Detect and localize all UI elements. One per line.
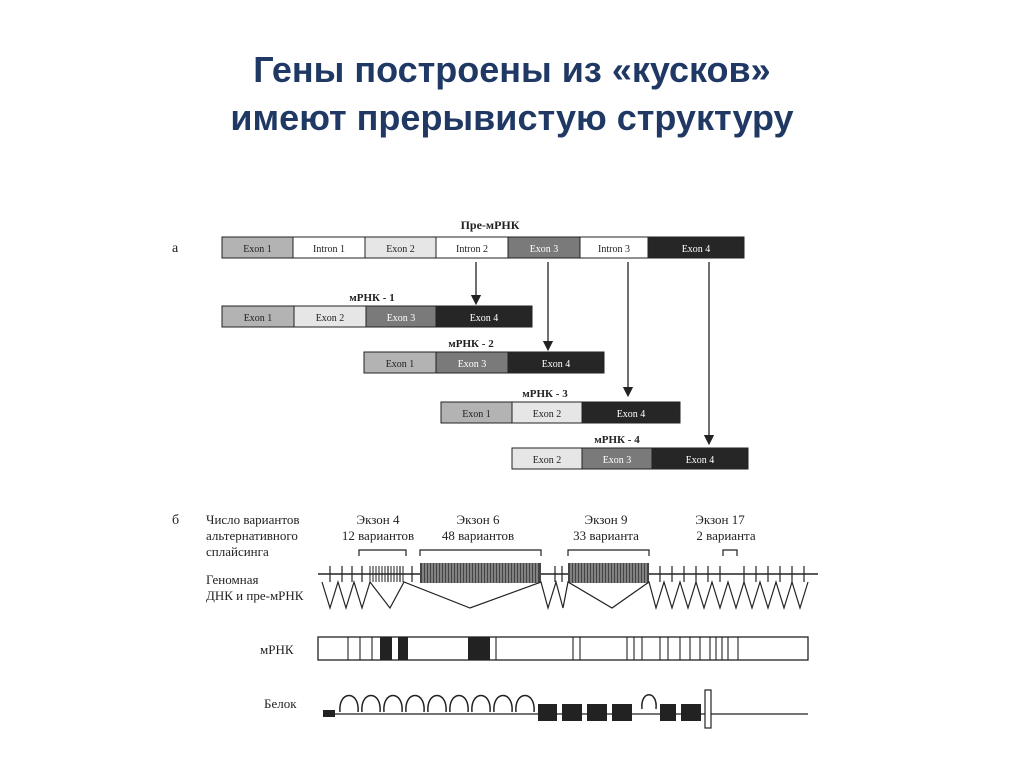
mrna-exon-boundaries xyxy=(347,637,739,660)
mrna-3-exon-2-label: Exon 2 xyxy=(533,409,562,420)
bracket-exon17 xyxy=(722,549,738,556)
pre-mrna-exon-2-label: Exon 2 xyxy=(386,244,415,255)
protein-domain-block xyxy=(660,704,676,721)
pre-mrna-exon-4-label: Exon 4 xyxy=(682,244,711,255)
slide-title: Гены построены из «кусков» имеют прерыви… xyxy=(0,46,1024,142)
mrna-3-exon-4-label: Exon 4 xyxy=(617,409,646,420)
protein-domains xyxy=(538,704,701,721)
mrna-2-exon-1-label: Exon 1 xyxy=(386,359,415,370)
genomic-label-line-2: ДНК и пре-мРНК xyxy=(206,588,304,603)
exon9-variants: 33 варианта xyxy=(573,528,639,543)
variants-label-line-2: альтернативного xyxy=(206,528,298,543)
mrna-1-exon-4-label: Exon 4 xyxy=(470,313,499,324)
mrna-rows: мРНК - 1 Exon 1 Exon 2 Exon 3 Exon 4 мРНК - 2… xyxy=(221,292,749,470)
title-line-2: имеют прерывистую структуру xyxy=(230,97,794,138)
mrna-4-exon-3-label: Exon 3 xyxy=(603,455,632,466)
pre-mrna-row: Exon 1 Intron 1 Exon 2 Intron 2 Exon 3 Intron… xyxy=(221,236,745,259)
protein-domain-block xyxy=(681,704,701,721)
pre-mrna-label: Пре-мРНК xyxy=(461,218,520,232)
protein-transmembrane xyxy=(704,689,712,729)
exon17-name: Экзон 17 xyxy=(695,512,745,527)
protein-domain-block xyxy=(538,704,557,721)
pre-mrna-exon-4 xyxy=(647,236,745,259)
protein-helices xyxy=(339,694,535,713)
panel-a-letter: а xyxy=(172,241,179,256)
mrna-track-box xyxy=(317,636,809,661)
mrna-1-exon-4 xyxy=(435,305,533,328)
mrna-block-2 xyxy=(398,637,408,660)
bracket-exon6 xyxy=(419,549,542,556)
variant-brackets xyxy=(358,549,738,556)
mrna-4-exon-4 xyxy=(651,447,749,470)
mrna-2-exon-4 xyxy=(507,351,605,374)
exon6-variants: 48 вариантов xyxy=(442,528,514,543)
mrna-4-exon-2-label: Exon 2 xyxy=(533,455,562,466)
protein-n-terminus xyxy=(323,710,335,717)
protein-domain-block xyxy=(562,704,582,721)
bracket-exon9 xyxy=(567,549,650,556)
mrna-4-label: мРНК - 4 xyxy=(594,434,640,446)
panel-b-letter: б xyxy=(172,513,179,528)
mrna-3-exon-4 xyxy=(581,401,681,424)
bracket-exon4 xyxy=(358,549,407,556)
pre-mrna-intron-3-label: Intron 3 xyxy=(598,244,630,255)
splice-arrows xyxy=(470,262,715,446)
variants-label-line-1: Число вариантов xyxy=(206,512,299,527)
exon4-name: Экзон 4 xyxy=(357,512,400,527)
mrna-2-exon-3-label: Exon 3 xyxy=(458,359,487,370)
exon17-variants: 2 варианта xyxy=(696,528,756,543)
mrna-1-exon-3-label: Exon 3 xyxy=(387,313,416,324)
splicing-zigzag xyxy=(321,579,809,611)
exon6-name: Экзон 6 xyxy=(457,512,500,527)
variants-label-line-3: сплайсинга xyxy=(206,544,269,559)
mrna-track-label: мРНК xyxy=(260,642,294,657)
title-line-1: Гены построены из «кусков» xyxy=(253,49,771,90)
mrna-4-exon-4-label: Exon 4 xyxy=(686,455,715,466)
cluster-stripes xyxy=(369,563,647,583)
mrna-3-exon-1-label: Exon 1 xyxy=(462,409,491,420)
protein-domain-block xyxy=(587,704,607,721)
pre-mrna-intron-1-label: Intron 1 xyxy=(313,244,345,255)
mrna-2-exon-4-label: Exon 4 xyxy=(542,359,571,370)
exon9-cluster xyxy=(568,563,649,583)
exon9-name: Экзон 9 xyxy=(585,512,628,527)
protein-domain-block xyxy=(612,704,632,721)
mrna-3-label: мРНК - 3 xyxy=(522,388,568,400)
protein-track-label: Белок xyxy=(264,696,297,711)
mrna-1-label: мРНК - 1 xyxy=(349,292,394,304)
pre-mrna-exon-3-label: Exon 3 xyxy=(530,244,559,255)
mrna-block-1 xyxy=(380,637,392,660)
exon4-variants: 12 вариантов xyxy=(342,528,414,543)
mrna-1-exon-2-label: Exon 2 xyxy=(316,313,345,324)
panel-b: б Число вариантов альтернативного сплайс… xyxy=(172,512,818,729)
genomic-label-line-1: Геномная xyxy=(206,572,258,587)
mrna-1-exon-1-label: Exon 1 xyxy=(244,313,273,324)
mrna-block-3 xyxy=(468,637,490,660)
pre-mrna-intron-2-label: Intron 2 xyxy=(456,244,488,255)
mrna-2-label: мРНК - 2 xyxy=(448,338,494,350)
pre-mrna-exon-1-label: Exon 1 xyxy=(243,244,272,255)
protein-loop xyxy=(641,694,657,710)
